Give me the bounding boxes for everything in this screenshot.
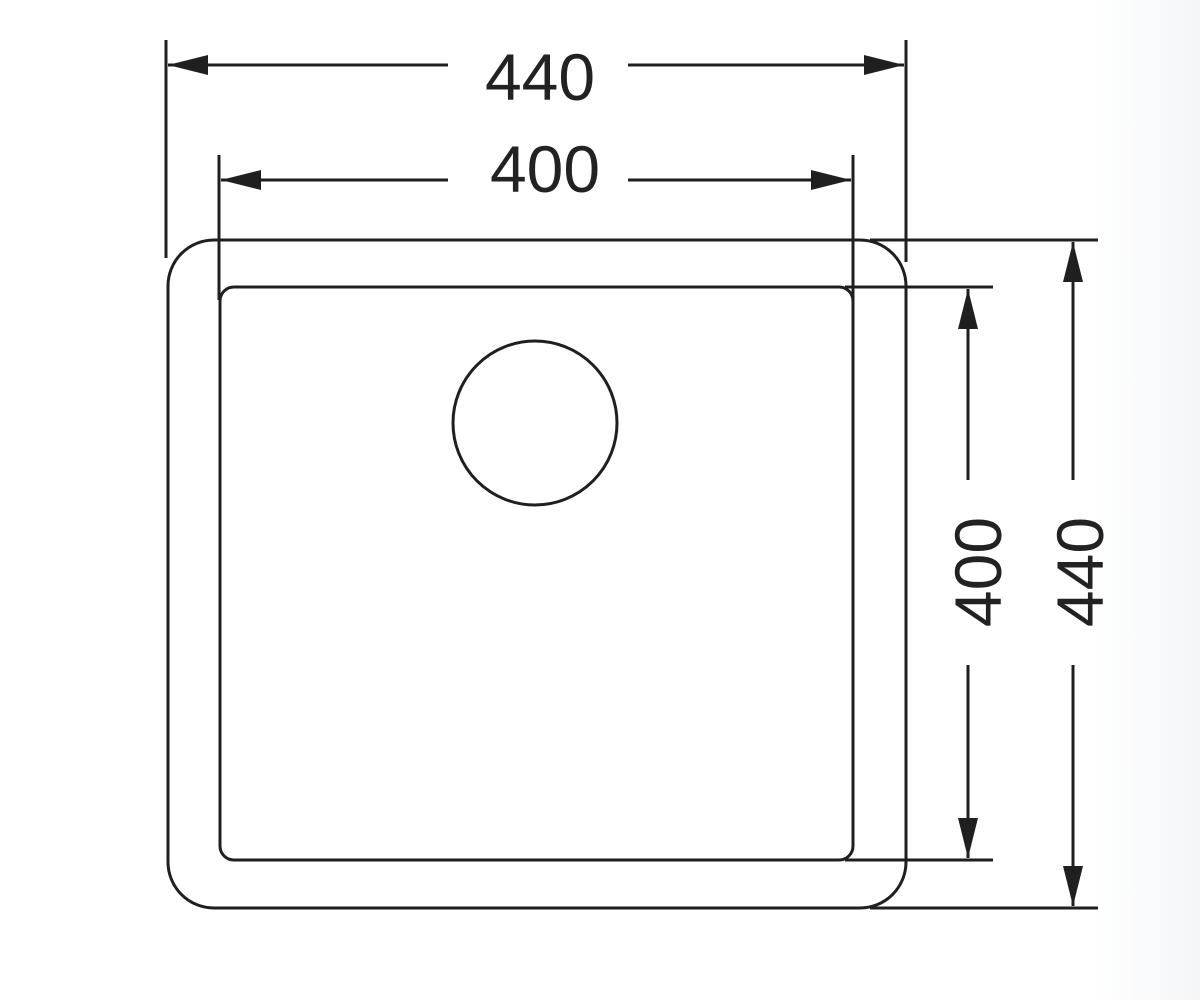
outer-height-label: 440 [1043, 517, 1117, 627]
drain-hole [451, 339, 619, 507]
outer-sink-outline [166, 238, 908, 910]
outer-width-label: 440 [485, 40, 595, 114]
inner-width-label: 400 [490, 132, 600, 206]
inner-height-label: 400 [941, 517, 1015, 627]
inner-bowl-outline [218, 285, 855, 862]
